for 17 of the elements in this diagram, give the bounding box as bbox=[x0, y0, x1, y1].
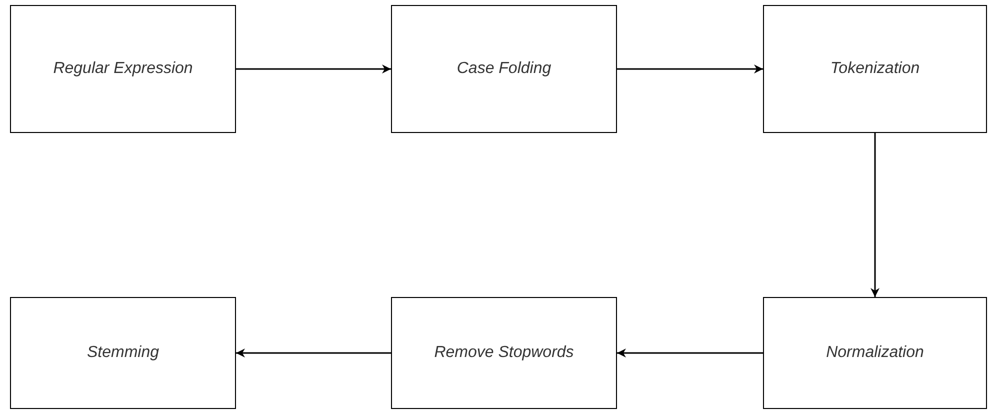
step-label: Case Folding bbox=[456, 60, 552, 78]
arrow bbox=[236, 64, 391, 74]
step-label: Regular Expression bbox=[53, 60, 193, 78]
step-label: Normalization bbox=[826, 344, 924, 362]
step-label: Tokenization bbox=[830, 60, 920, 78]
process-box bbox=[391, 5, 617, 133]
process-box bbox=[763, 5, 987, 133]
arrow bbox=[870, 133, 880, 297]
step-label: Remove Stopwords bbox=[434, 344, 574, 362]
arrow bbox=[236, 348, 391, 358]
step-label: Stemming bbox=[86, 344, 160, 362]
process-box bbox=[391, 297, 617, 409]
arrow bbox=[617, 64, 763, 74]
process-box bbox=[10, 297, 236, 409]
process-box bbox=[10, 5, 236, 133]
process-box bbox=[763, 297, 987, 409]
arrow bbox=[617, 348, 763, 358]
